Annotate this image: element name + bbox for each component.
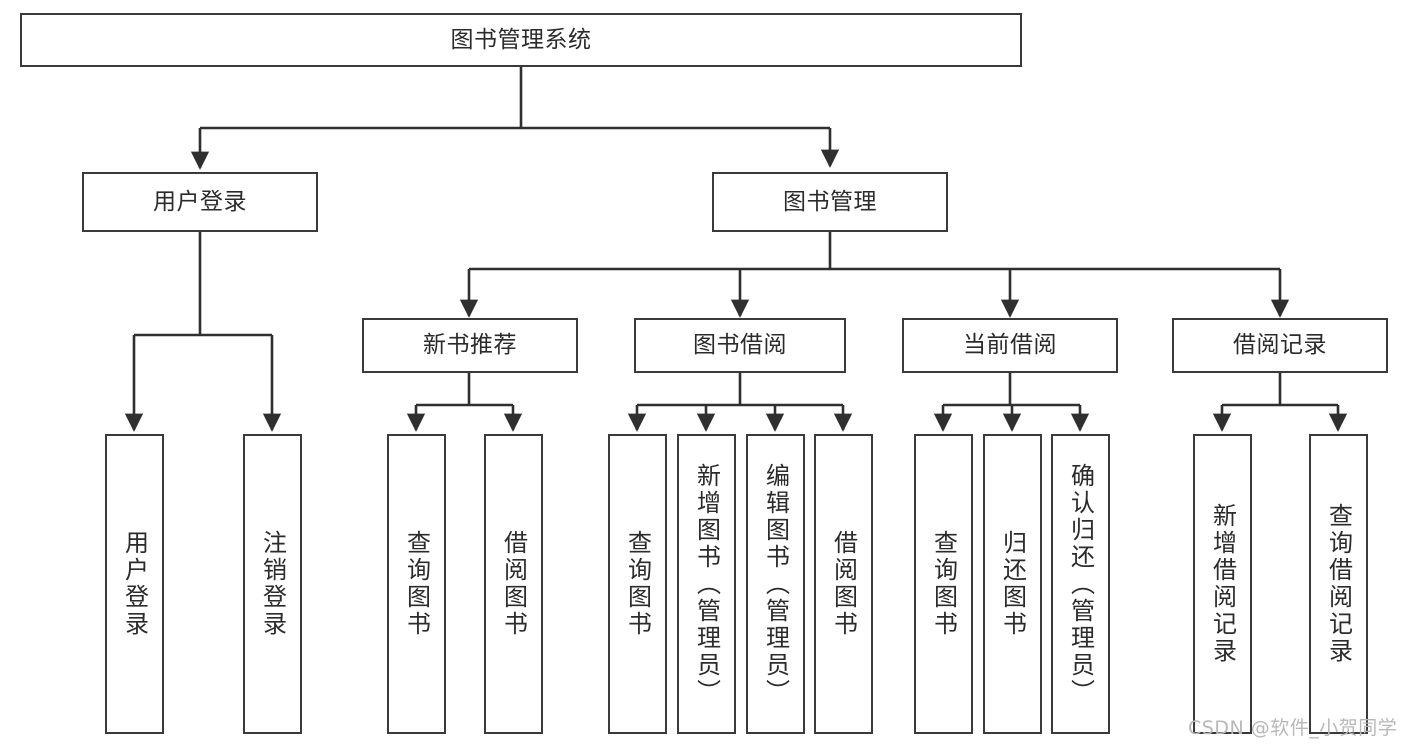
node-current-borrow[interactable]: 当前借阅 (902, 318, 1118, 373)
node-leaf-user-login-logout[interactable]: 注销登录 (243, 434, 302, 734)
node-leaf-current-borrow-query-label: 查询图书 (929, 530, 958, 638)
node-user-login-label: 用户登录 (153, 188, 247, 215)
node-leaf-book-borrow-borrow[interactable]: 借阅图书 (814, 434, 873, 734)
node-leaf-book-borrow-query-label: 查询图书 (623, 530, 652, 638)
node-borrow-record-label: 借阅记录 (1233, 332, 1327, 359)
node-current-borrow-label: 当前借阅 (963, 332, 1057, 359)
node-book-manage[interactable]: 图书管理 (712, 172, 948, 232)
node-leaf-new-book-query-label: 查询图书 (402, 530, 431, 638)
node-leaf-book-borrow-borrow-label: 借阅图书 (829, 530, 858, 638)
node-leaf-new-book-borrow[interactable]: 借阅图书 (484, 434, 543, 734)
node-leaf-user-login-login-label: 用户登录 (120, 530, 149, 638)
node-borrow-record[interactable]: 借阅记录 (1172, 318, 1388, 373)
node-leaf-book-borrow-add-label: 新增图书（管理员） (692, 462, 721, 706)
node-book-borrow-label: 图书借阅 (693, 332, 787, 359)
node-leaf-book-borrow-add[interactable]: 新增图书（管理员） (677, 434, 736, 734)
node-new-book-recommend-label: 新书推荐 (423, 332, 517, 359)
node-leaf-book-borrow-edit-label: 编辑图书（管理员） (761, 462, 790, 706)
node-leaf-current-borrow-confirm[interactable]: 确认归还（管理员） (1051, 434, 1110, 734)
node-leaf-book-borrow-query[interactable]: 查询图书 (608, 434, 667, 734)
node-leaf-current-borrow-return[interactable]: 归还图书 (983, 434, 1042, 734)
node-leaf-user-login-login[interactable]: 用户登录 (105, 434, 164, 734)
node-leaf-current-borrow-query[interactable]: 查询图书 (914, 434, 973, 734)
node-book-manage-label: 图书管理 (783, 188, 877, 215)
node-leaf-book-borrow-edit[interactable]: 编辑图书（管理员） (746, 434, 805, 734)
node-new-book-recommend[interactable]: 新书推荐 (362, 318, 578, 373)
node-leaf-new-book-borrow-label: 借阅图书 (499, 530, 528, 638)
node-user-login[interactable]: 用户登录 (82, 172, 318, 232)
node-leaf-current-borrow-confirm-label: 确认归还（管理员） (1066, 462, 1095, 706)
node-leaf-borrow-record-query-label: 查询借阅记录 (1324, 503, 1353, 665)
node-root-system-label: 图书管理系统 (450, 26, 592, 53)
node-leaf-new-book-query[interactable]: 查询图书 (387, 434, 446, 734)
node-leaf-borrow-record-query[interactable]: 查询借阅记录 (1309, 434, 1368, 734)
node-leaf-borrow-record-add-label: 新增借阅记录 (1208, 503, 1237, 665)
node-leaf-current-borrow-return-label: 归还图书 (998, 530, 1027, 638)
node-leaf-borrow-record-add[interactable]: 新增借阅记录 (1193, 434, 1252, 734)
node-root-system[interactable]: 图书管理系统 (20, 13, 1022, 67)
node-book-borrow[interactable]: 图书借阅 (634, 318, 846, 373)
node-leaf-user-login-logout-label: 注销登录 (258, 530, 287, 638)
